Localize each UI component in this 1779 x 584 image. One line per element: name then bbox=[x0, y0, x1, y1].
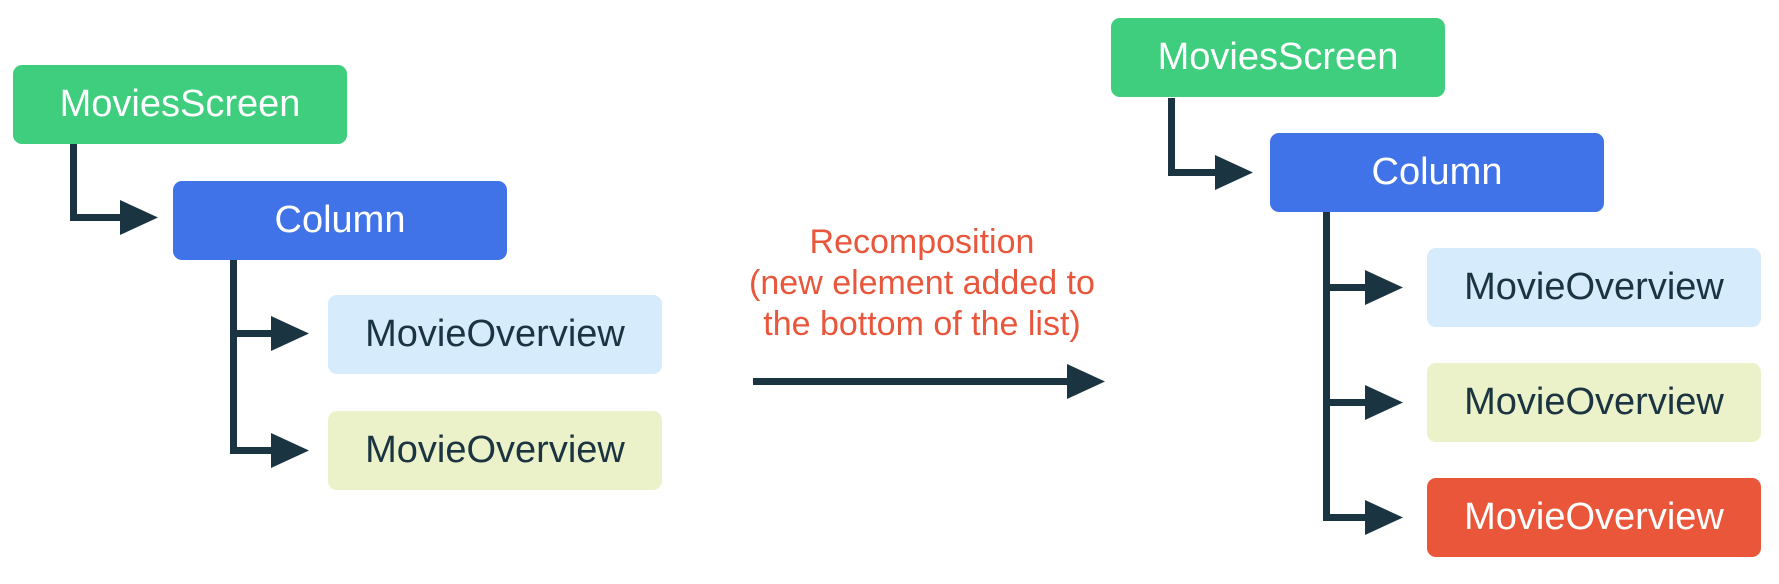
annotation-line-1: Recomposition bbox=[809, 223, 1035, 261]
right-node-moviesscreen: MoviesScreen bbox=[1111, 18, 1445, 97]
right-elbow-moviesscreen-column bbox=[1168, 98, 1217, 176]
right-arrowhead-movieoverview-2 bbox=[1365, 385, 1403, 420]
recomposition-annotation: Recomposition (new element added to the … bbox=[692, 222, 1152, 345]
annotation-line-2: (new element added to bbox=[749, 264, 1095, 302]
left-elbow-column-children bbox=[230, 260, 273, 454]
left-arrowhead-movieoverview-1 bbox=[271, 316, 309, 351]
left-node-movieoverview-1: MovieOverview bbox=[328, 295, 662, 374]
recomposition-arrowhead bbox=[1067, 364, 1105, 399]
annotation-line-3: the bottom of the list) bbox=[763, 305, 1081, 343]
left-node-movieoverview-2: MovieOverview bbox=[328, 411, 662, 490]
left-node-moviesscreen: MoviesScreen bbox=[13, 65, 347, 144]
right-elbow-column-children bbox=[1323, 212, 1367, 521]
left-arrowhead-column bbox=[120, 200, 158, 235]
right-arrowhead-column bbox=[1215, 155, 1253, 190]
right-node-movieoverview-2: MovieOverview bbox=[1427, 363, 1761, 442]
left-node-column: Column bbox=[173, 181, 507, 260]
right-arrowhead-movieoverview-1 bbox=[1365, 270, 1403, 305]
left-elbow-moviesscreen-column bbox=[70, 144, 122, 221]
right-node-movieoverview-new: MovieOverview bbox=[1427, 478, 1761, 557]
left-arrowhead-movieoverview-2 bbox=[271, 433, 309, 468]
right-arrowhead-movieoverview-3 bbox=[1365, 500, 1403, 535]
right-node-movieoverview-1: MovieOverview bbox=[1427, 248, 1761, 327]
right-node-column: Column bbox=[1270, 133, 1604, 212]
